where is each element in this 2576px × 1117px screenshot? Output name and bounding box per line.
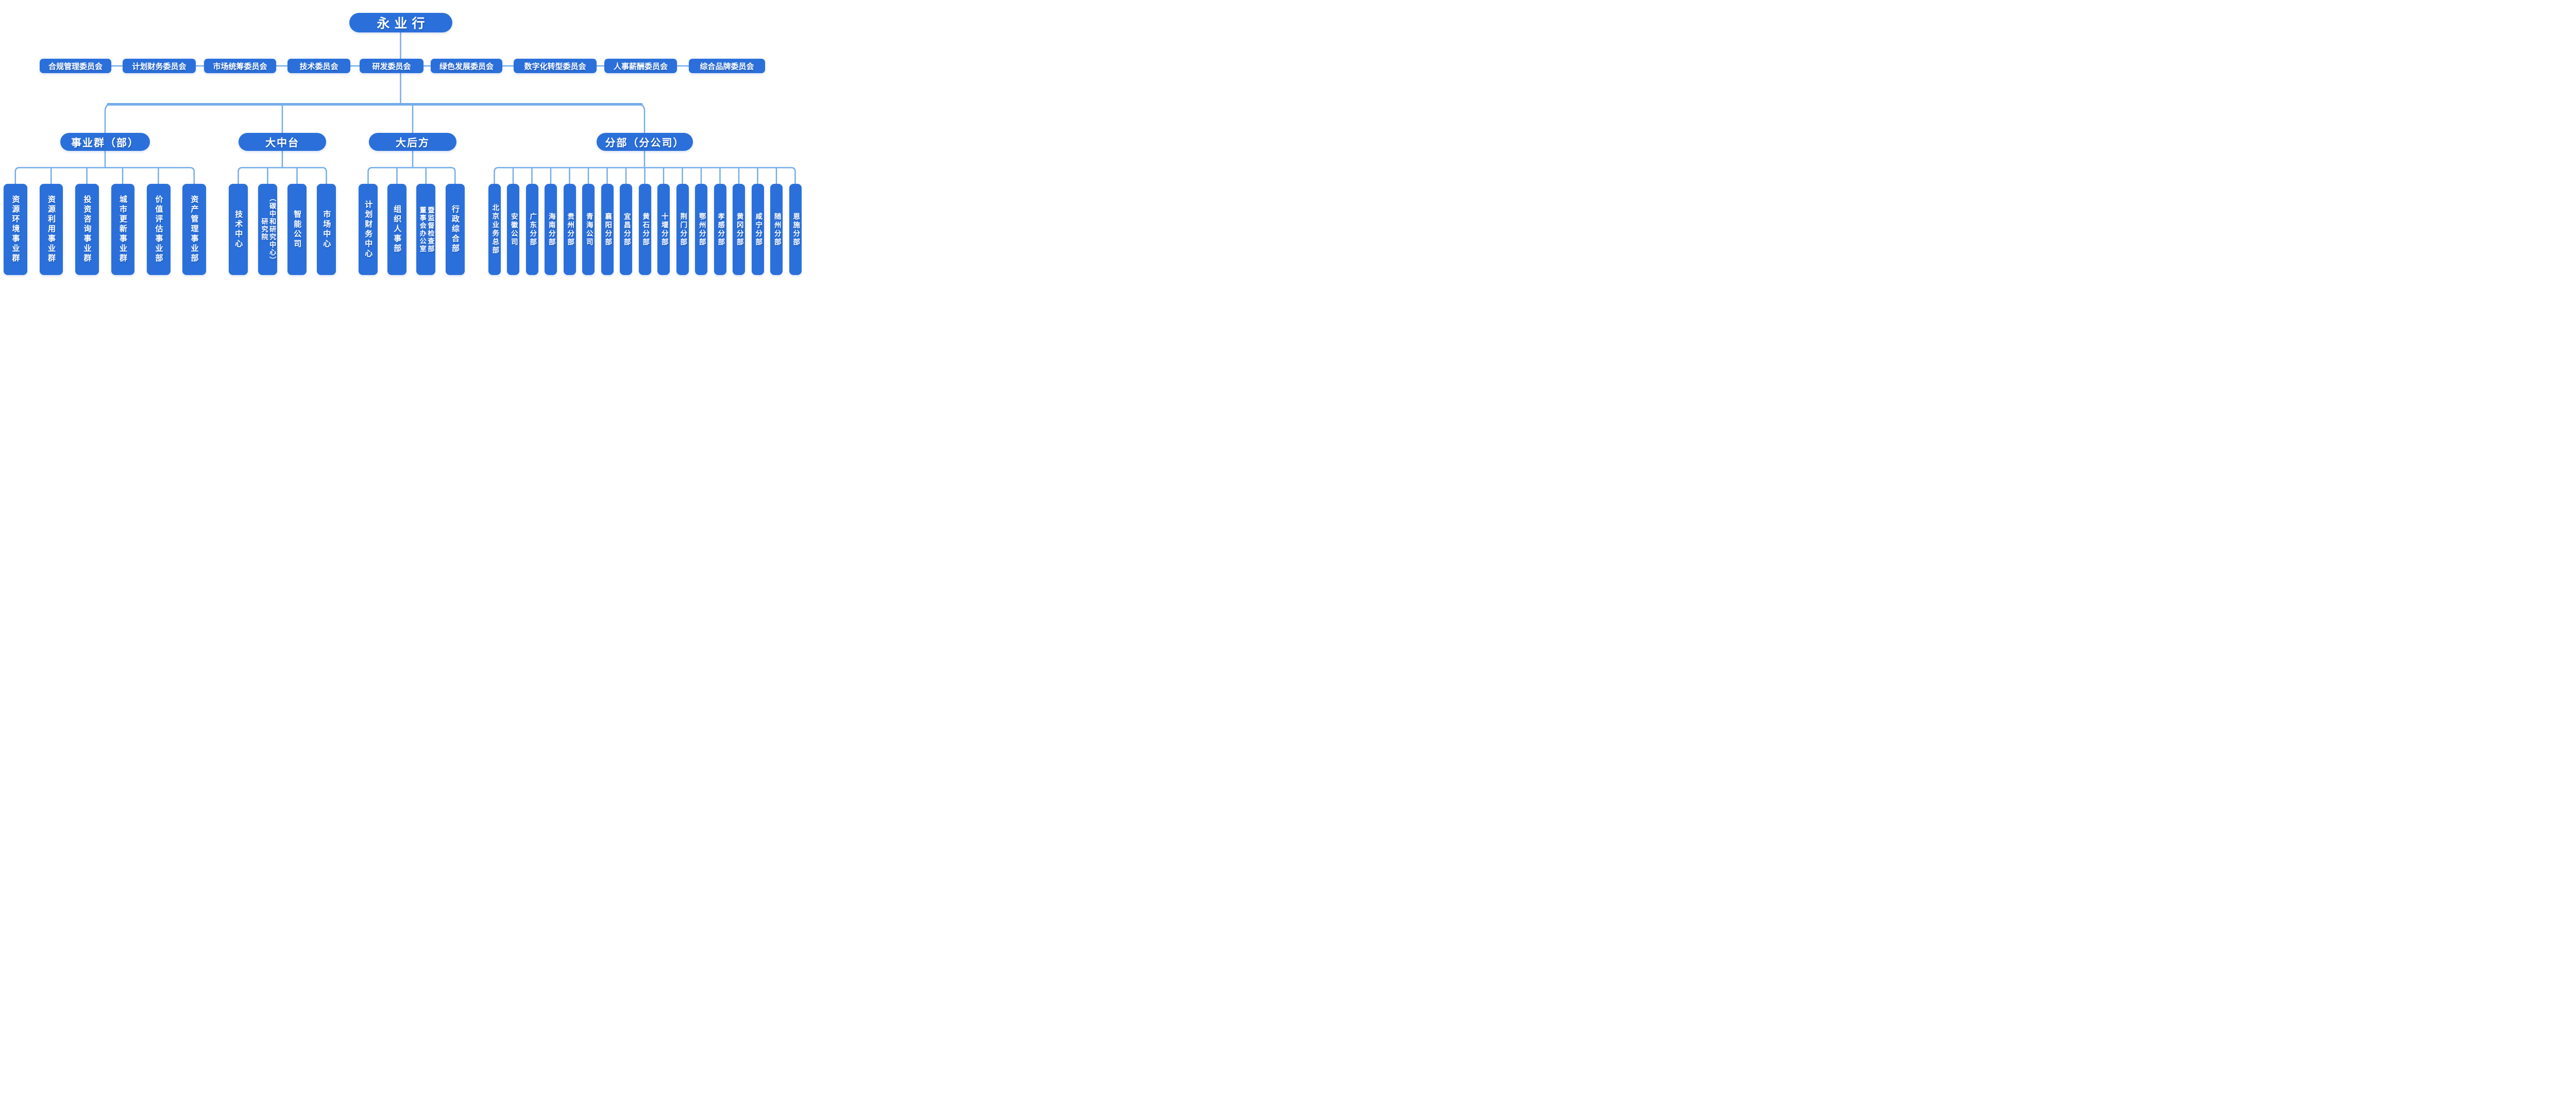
committee-node: 综合品牌委员会: [689, 59, 765, 73]
committee-node: 技术委员会: [287, 59, 350, 73]
dept-node: 资源环境事业群: [4, 184, 27, 275]
connector-lines: [14, 31, 796, 184]
branch-node: 恩施分部: [789, 184, 802, 275]
org-chart: 永业行 合规管理委员会 计划财务委员会 市场统筹委员会 技术委员会 研发委员会 …: [0, 0, 802, 279]
dept-node: 价值评估事业部: [147, 184, 171, 275]
branch-node: 海南分部: [545, 184, 557, 275]
branch-node: 襄阳分部: [601, 184, 614, 275]
branch-node: 黄冈分部: [733, 184, 745, 275]
dept-node: 城市更新事业群: [111, 184, 134, 275]
committee-node: 研发委员会: [360, 59, 423, 73]
dept-node: 研究院（碳中和研究中心）: [258, 184, 277, 275]
branch-node: 贵州分部: [563, 184, 576, 275]
branch-node: 广东分部: [526, 184, 538, 275]
committee-node: 合规管理委员会: [40, 59, 111, 73]
dept-node: 投资咨询事业群: [75, 184, 99, 275]
dept-node: 市场中心: [317, 184, 336, 275]
branch-node: 随州分部: [770, 184, 783, 275]
branch-node: 青海公司: [582, 184, 595, 275]
dept-node: 资产管理事业部: [182, 184, 206, 275]
dept-node: 计划财务中心: [359, 184, 378, 275]
group-node: 大中台: [239, 133, 326, 151]
group-node: 大后方: [369, 133, 456, 151]
level1-bus-corners: [104, 104, 646, 133]
committee-node: 人事薪酬委员会: [604, 59, 677, 73]
committee-node: 绿色发展委员会: [431, 59, 502, 73]
branch-node: 咸宁分部: [751, 184, 764, 275]
committee-node: 计划财务委员会: [123, 59, 196, 73]
branch-node: 北京业务总部: [488, 184, 501, 275]
branch-node: 安徽公司: [507, 184, 519, 275]
groupB-bus: [238, 151, 327, 184]
branch-node: 宜昌分部: [620, 184, 632, 275]
dept-node: 技术中心: [229, 184, 248, 275]
branch-node: 黄石分部: [638, 184, 651, 275]
dept-node: 行政综合部: [445, 184, 465, 275]
branch-node: 荆门分部: [676, 184, 689, 275]
branch-node: 十堰分部: [657, 184, 670, 275]
branch-node: 孝感分部: [714, 184, 726, 275]
groupD-bus: [494, 151, 796, 184]
root-node: 永业行: [349, 13, 452, 32]
groupC-bus: [367, 151, 456, 184]
branch-node: 鄂州分部: [695, 184, 707, 275]
dept-node: 资源利用事业群: [39, 184, 63, 275]
group-node: 分部（分公司）: [597, 133, 693, 151]
committee-node: 市场统筹委员会: [204, 59, 276, 73]
groupA-bus: [14, 151, 195, 184]
group-node: 事业群（部）: [60, 133, 150, 151]
dept-node: 董事会办公室暨监督检查部: [416, 184, 436, 275]
committee-node: 数字化转型委员会: [514, 59, 597, 73]
dept-node: 智能公司: [287, 184, 307, 275]
dept-node: 组织人事部: [387, 184, 406, 275]
